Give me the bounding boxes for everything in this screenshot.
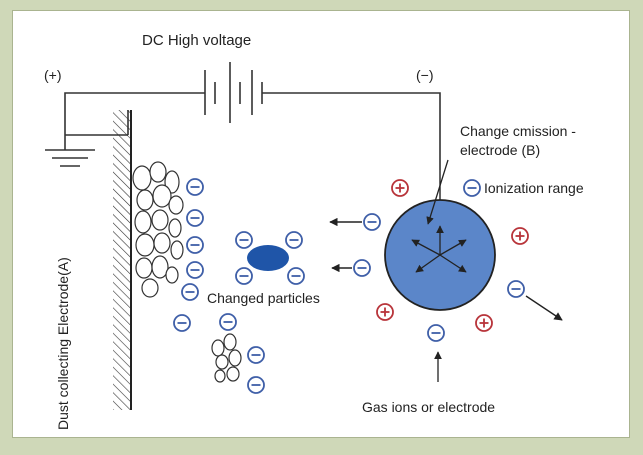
minus-circle-icon (173, 314, 191, 332)
battery-symbol (204, 62, 263, 123)
circuit-wiring (45, 92, 441, 170)
emission-electrode (384, 170, 496, 311)
minus-circle-icon (507, 280, 525, 298)
minus-circle-icon (181, 283, 199, 301)
charged-particle (247, 245, 289, 271)
minus-circle-icon (287, 267, 305, 285)
migrating-ions (329, 213, 381, 277)
minus-circle-icon (186, 261, 204, 279)
minus-circle-icon (363, 213, 381, 231)
plus-circle-icon (391, 179, 409, 197)
emission-electrode-label-line1: Change cmission - (460, 123, 576, 139)
minus-circle-icon (427, 324, 445, 342)
minus-circle-icon (186, 236, 204, 254)
negative-ions-electrode (427, 179, 563, 342)
collecting-electrode-label: Dust collecting Electrode(A) (55, 257, 71, 430)
charged-particle-group (235, 231, 305, 285)
plus-terminal-label: (+) (44, 67, 62, 83)
minus-circle-icon (235, 267, 253, 285)
negative-ions-lower (219, 313, 265, 394)
minus-circle-icon (186, 178, 204, 196)
small-dust-cluster (211, 333, 242, 383)
plus-circle-icon (376, 303, 394, 321)
minus-circle-icon (186, 209, 204, 227)
minus-circle-icon (235, 231, 253, 249)
minus-terminal-label: (−) (416, 67, 434, 83)
plus-circle-icon (511, 227, 529, 245)
emission-electrode-label-line2: electrode (B) (460, 142, 540, 158)
plus-circle-icon (475, 314, 493, 332)
minus-circle-icon (463, 179, 481, 197)
gas-ions-label: Gas ions or electrode (362, 399, 495, 415)
pointer-lines (426, 159, 449, 382)
charged-particles-label: Changed particles (207, 290, 320, 306)
minus-circle-icon (353, 259, 371, 277)
minus-circle-icon (219, 313, 237, 331)
ionization-range-label: Ionization range (484, 180, 584, 196)
minus-circle-icon (285, 231, 303, 249)
collecting-electrode-plate (113, 110, 132, 410)
collected-dust-cluster (132, 161, 184, 298)
minus-circle-icon (247, 346, 265, 364)
minus-circle-icon (247, 376, 265, 394)
dc-voltage-label: DC High voltage (142, 32, 251, 49)
